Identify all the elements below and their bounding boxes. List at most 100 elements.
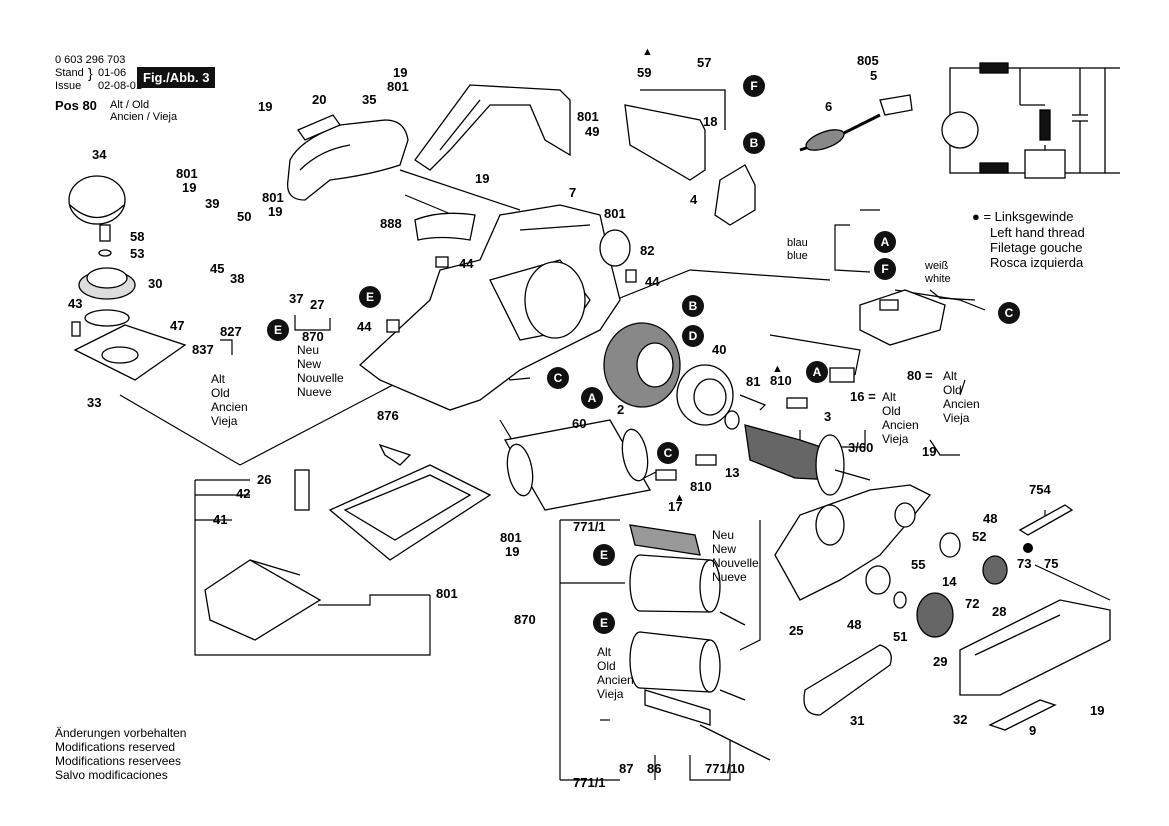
part-number: 801 bbox=[176, 166, 198, 181]
part-number: 19 bbox=[393, 65, 408, 80]
note-old-80: Alt Old Ancien Vieja bbox=[943, 369, 980, 425]
part-number: 19 bbox=[268, 204, 283, 219]
triangle-mark: ▲ bbox=[642, 46, 653, 58]
part-number: 26 bbox=[257, 472, 272, 487]
part-number: 19 bbox=[182, 180, 197, 195]
figure-tag: Fig./Abb. 3 bbox=[137, 67, 216, 88]
part-number: 29 bbox=[933, 654, 948, 669]
note-old-827: Alt Old Ancien Vieja bbox=[211, 372, 248, 428]
part-number: 44 bbox=[357, 319, 372, 334]
part-number: 27 bbox=[310, 297, 325, 312]
part-number: 59 bbox=[637, 65, 652, 80]
legend-line: Filetage gouche bbox=[990, 240, 1083, 255]
brace-glyph: } bbox=[88, 65, 93, 81]
doc-number: 0 603 296 703 bbox=[55, 54, 126, 66]
note-new: Neu New Nouvelle Nueve bbox=[712, 528, 759, 584]
part-number: 19 bbox=[1090, 703, 1105, 718]
note-old: Alt Old Ancien Vieja bbox=[597, 645, 634, 701]
part-number: 49 bbox=[585, 124, 600, 139]
callout-badge: A bbox=[806, 361, 828, 383]
note-old-16: Alt Old Ancien Vieja bbox=[882, 390, 919, 446]
callout-badge: C bbox=[998, 302, 1020, 324]
wire-label-white: weiß white bbox=[925, 260, 951, 285]
part-number: 39 bbox=[205, 196, 220, 211]
callout-badge: E bbox=[593, 612, 615, 634]
part-number: 48 bbox=[847, 617, 862, 632]
part-number: 55 bbox=[911, 557, 926, 572]
part-number: 41 bbox=[213, 512, 228, 527]
legend-line: Left hand thread bbox=[990, 225, 1085, 240]
part-number: 30 bbox=[148, 276, 163, 291]
part-number: 771/10 bbox=[705, 761, 745, 776]
callout-badge: F bbox=[743, 75, 765, 97]
part-number: 31 bbox=[850, 713, 865, 728]
part-number: 3/60 bbox=[848, 440, 874, 455]
part-number: 876 bbox=[377, 408, 399, 423]
legend-symbol: ● = Linksgewinde bbox=[972, 209, 1074, 224]
pos-note: Alt / Old Ancien / Vieja bbox=[110, 99, 178, 123]
callout-badge: B bbox=[743, 132, 765, 154]
part-number: 60 bbox=[572, 416, 587, 431]
part-number: 801 bbox=[604, 206, 626, 221]
part-number: 771/1 bbox=[573, 519, 606, 534]
modifications-note: Änderungen vorbehalten Modifications res… bbox=[55, 726, 187, 782]
part-number: 72 bbox=[965, 596, 980, 611]
part-number: 25 bbox=[789, 623, 804, 638]
issue-value: 02-08-01 bbox=[98, 80, 143, 92]
callout-badge: F bbox=[874, 258, 896, 280]
part-number: 19 bbox=[258, 99, 273, 114]
triangle-mark: ▲ bbox=[674, 492, 685, 504]
part-number: 40 bbox=[712, 342, 727, 357]
triangle-mark: ▲ bbox=[772, 363, 783, 375]
part-number: 57 bbox=[697, 55, 712, 70]
part-number: 13 bbox=[725, 465, 740, 480]
stand-label: Stand bbox=[55, 67, 84, 79]
eq-label-80: 80 = bbox=[907, 368, 933, 383]
part-number: 37 bbox=[289, 291, 304, 306]
part-number: 17 bbox=[668, 499, 683, 514]
part-number: 771/1 bbox=[573, 775, 606, 790]
part-number: 73 bbox=[1017, 556, 1032, 571]
part-number: 86 bbox=[647, 761, 662, 776]
left-hand-thread-marker bbox=[1023, 543, 1033, 553]
callout-badge: E bbox=[359, 286, 381, 308]
callout-badge: E bbox=[593, 544, 615, 566]
eq-label-16: 16 = bbox=[850, 389, 876, 404]
part-number: 3 bbox=[824, 409, 832, 424]
part-number: 801 bbox=[262, 190, 284, 205]
callout-badge: A bbox=[581, 387, 603, 409]
part-number: 33 bbox=[87, 395, 102, 410]
part-number: 58 bbox=[130, 229, 145, 244]
part-number: 82 bbox=[640, 243, 655, 258]
part-number: 75 bbox=[1044, 556, 1059, 571]
part-number: 44 bbox=[645, 274, 660, 289]
part-number: 2 bbox=[617, 402, 625, 417]
part-number: 32 bbox=[953, 712, 968, 727]
note-new-870: Neu New Nouvelle Nueve bbox=[297, 343, 344, 399]
part-number: 827 bbox=[220, 324, 242, 339]
part-number: 14 bbox=[942, 574, 957, 589]
part-number: 52 bbox=[972, 529, 987, 544]
part-number: 38 bbox=[230, 271, 245, 286]
part-number: 34 bbox=[92, 147, 107, 162]
part-number: 805 bbox=[857, 53, 879, 68]
part-number: 44 bbox=[459, 256, 474, 271]
part-number: 810 bbox=[690, 479, 712, 494]
pos-label: Pos 80 bbox=[55, 98, 97, 113]
part-number: 18 bbox=[703, 114, 718, 129]
circuit-schematic bbox=[941, 62, 1120, 179]
part-number: 7 bbox=[569, 185, 577, 200]
part-number: 801 bbox=[387, 79, 409, 94]
issue-label: Issue bbox=[55, 80, 82, 92]
part-number: 51 bbox=[893, 629, 908, 644]
part-number: 20 bbox=[312, 92, 327, 107]
callout-badge: A bbox=[874, 231, 896, 253]
part-number: 48 bbox=[983, 511, 998, 526]
part-number: 42 bbox=[236, 486, 251, 501]
part-number: 870 bbox=[514, 612, 536, 627]
part-number: 888 bbox=[380, 216, 402, 231]
part-number: 870 bbox=[302, 329, 324, 344]
part-number: 837 bbox=[192, 342, 214, 357]
part-number: 19 bbox=[922, 444, 937, 459]
part-number: 81 bbox=[746, 374, 761, 389]
